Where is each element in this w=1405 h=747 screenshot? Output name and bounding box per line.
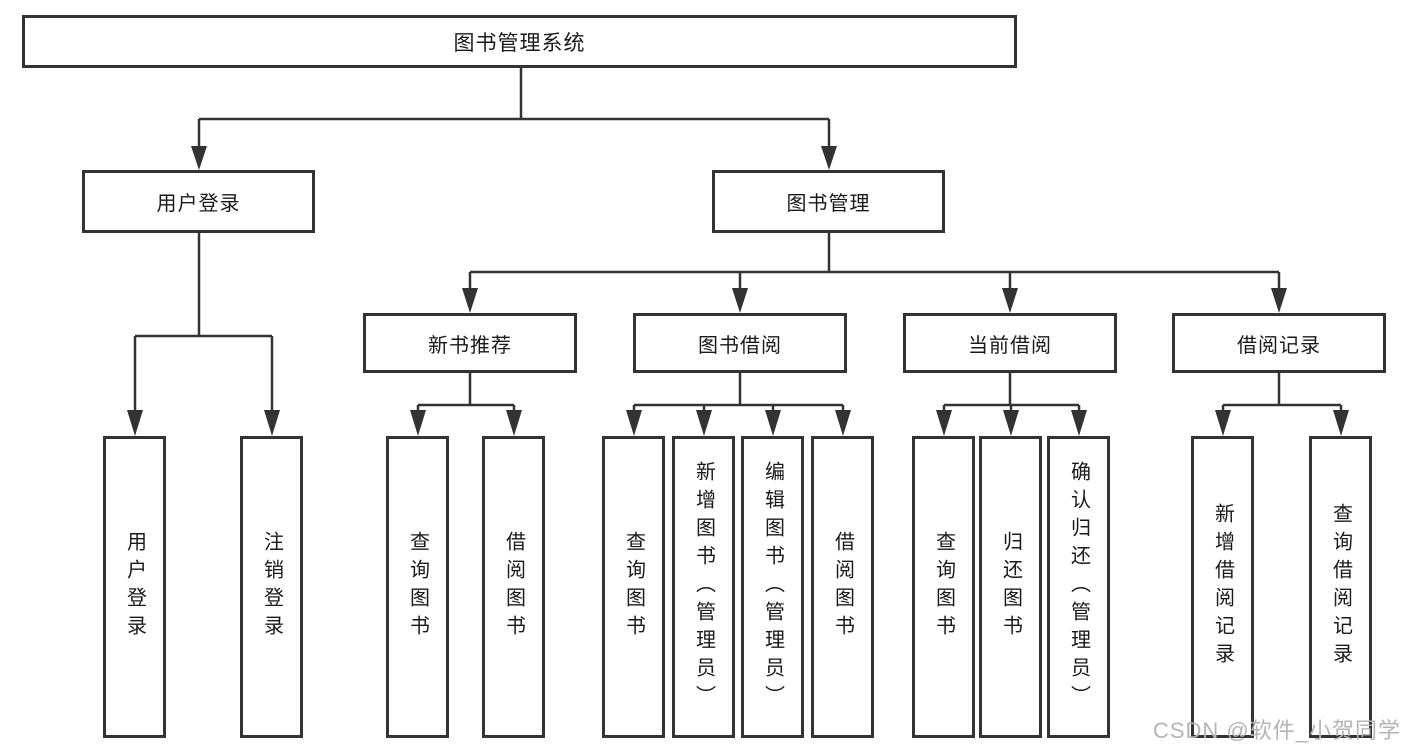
leaf-return-books: 归还图书	[979, 436, 1042, 738]
leaf-label: 编辑图书（管理员）	[761, 461, 784, 713]
arrowhead	[821, 146, 837, 170]
leaf-add-book-admin: 新增图书（管理员）	[672, 436, 735, 738]
leaf-label: 借阅图书	[502, 531, 525, 643]
connector-records	[1221, 373, 1343, 412]
connector-root	[197, 68, 831, 148]
arrowhead	[264, 410, 280, 436]
arrowhead	[626, 410, 642, 436]
leaf-label: 注销登录	[260, 531, 283, 643]
arrowhead	[506, 410, 522, 436]
arrowhead	[765, 410, 781, 436]
leaf-user-login: 用户登录	[103, 436, 166, 738]
arrowhead	[410, 410, 426, 436]
leaf-borrow-books-borrow: 借阅图书	[811, 436, 874, 738]
leaf-query-books-current: 查询图书	[912, 436, 975, 738]
watermark: CSDN @软件_小贺同学	[1152, 718, 1401, 743]
connector-book-mgmt	[468, 233, 1281, 290]
leaf-label: 查询图书	[622, 531, 645, 643]
leaf-label: 确认归还（管理员）	[1067, 461, 1090, 713]
node-book-borrowing: 图书借阅	[633, 313, 847, 373]
leaf-label: 查询图书	[932, 531, 955, 643]
arrowhead	[936, 410, 952, 436]
leaf-label: 归还图书	[999, 531, 1022, 643]
leaf-add-borrow-record: 新增借阅记录	[1191, 436, 1254, 738]
node-book-management: 图书管理	[712, 170, 945, 233]
node-current-borrowing: 当前借阅	[903, 313, 1117, 373]
arrowhead	[1003, 410, 1019, 436]
arrowhead	[1333, 410, 1349, 436]
leaf-query-borrow-record: 查询借阅记录	[1309, 436, 1372, 738]
arrowhead	[191, 146, 207, 170]
arrowhead	[1071, 410, 1087, 436]
arrowhead	[696, 410, 712, 436]
arrowhead	[127, 410, 143, 436]
leaf-label: 查询借阅记录	[1329, 503, 1352, 671]
leaf-borrow-books-newbooks: 借阅图书	[482, 436, 545, 738]
node-borrowing-records: 借阅记录	[1172, 313, 1386, 373]
arrowhead	[462, 288, 478, 313]
arrowhead	[732, 288, 748, 313]
leaf-label: 新增借阅记录	[1211, 503, 1234, 671]
leaf-logout: 注销登录	[240, 436, 303, 738]
leaf-label: 借阅图书	[831, 531, 854, 643]
connector-user-login	[133, 233, 274, 412]
leaf-edit-book-admin: 编辑图书（管理员）	[741, 436, 804, 738]
leaf-confirm-return-admin: 确认归还（管理员）	[1047, 436, 1110, 738]
connector-new-books	[416, 373, 516, 412]
arrowhead	[1002, 288, 1018, 313]
leaf-label: 用户登录	[123, 531, 146, 643]
leaf-label: 查询图书	[406, 531, 429, 643]
node-user-login: 用户登录	[82, 170, 315, 233]
node-new-book-recommendation: 新书推荐	[363, 313, 577, 373]
connector-borrow	[632, 373, 845, 412]
leaf-query-books-borrow: 查询图书	[602, 436, 665, 738]
leaf-query-books-newbooks: 查询图书	[386, 436, 449, 738]
node-library-system: 图书管理系统	[22, 15, 1017, 68]
arrowhead	[1271, 288, 1287, 313]
arrowhead	[835, 410, 851, 436]
leaf-label: 新增图书（管理员）	[692, 461, 715, 713]
arrowhead	[1215, 410, 1231, 436]
connector-current	[942, 373, 1081, 412]
